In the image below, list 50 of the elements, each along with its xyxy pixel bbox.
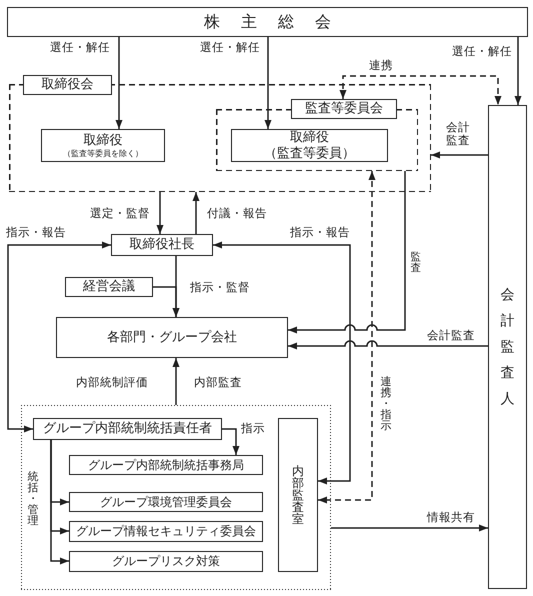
annotation: 内部監査 xyxy=(194,376,242,390)
edge-label: 連携 xyxy=(369,59,393,72)
arrow xyxy=(172,358,180,405)
org-box: グループ内部統制統括事務局 xyxy=(69,455,263,475)
arrow xyxy=(116,37,122,129)
edge-label: 会計監査 xyxy=(427,329,475,342)
arrow xyxy=(222,428,240,455)
edge-label: 内部統制評価 xyxy=(76,376,148,390)
org-box: 内部監査室 xyxy=(278,418,318,572)
double-arrow xyxy=(213,242,351,484)
org-box: グループ内部統制統括責任者 xyxy=(33,418,222,440)
arrow xyxy=(264,37,272,129)
org-box: グループ環境管理委員会 xyxy=(69,492,263,512)
arrow xyxy=(288,340,488,350)
org-box: 取締役 （監査等委員を除く） xyxy=(41,129,165,162)
edge-label: 指示・監督 xyxy=(190,281,250,294)
org-box: 株主総会 xyxy=(7,7,528,37)
edge-label: 選任・解任 xyxy=(50,41,110,54)
arrow xyxy=(153,286,180,317)
arrow xyxy=(156,192,164,234)
group-title: 監査等委員会 xyxy=(291,99,397,119)
org-box: 会計監査人 xyxy=(488,105,527,589)
double-arrow xyxy=(7,242,111,432)
edge-label: 付議・報告 xyxy=(207,207,267,220)
dashed-double-arrow xyxy=(318,171,376,504)
edge-label: 指示 xyxy=(241,422,265,436)
org-box: 取締役 （監査等委員） xyxy=(231,129,388,162)
arrow xyxy=(50,440,69,564)
edge-label: 指示・報告 xyxy=(6,226,66,240)
edge-label: 選任・解任 xyxy=(200,41,260,54)
arrow xyxy=(331,524,488,532)
arrow xyxy=(288,171,406,334)
arrow xyxy=(514,37,522,105)
org-box: 取締役社長 xyxy=(111,234,213,256)
edge-label: 監査 xyxy=(409,252,422,274)
org-box: グループ情報セキュリティ委員会 xyxy=(69,521,263,542)
edge-label: 選任・解任 xyxy=(452,45,512,58)
dashed-double-arrow xyxy=(340,75,502,105)
arrow xyxy=(192,192,200,234)
org-box: 各部門・グループ会社 xyxy=(56,317,288,358)
edge-label: 会計監査 xyxy=(446,121,471,148)
arrow xyxy=(431,152,488,158)
org-box: 経営会議 xyxy=(65,277,153,297)
edge-label: 情報共有 xyxy=(427,511,475,524)
edge-label: 指示・報告 xyxy=(290,226,350,240)
group-title: 取締役会 xyxy=(23,75,112,95)
edge-label: 連携・指示 xyxy=(380,376,392,431)
edge-label: 統括・管理 xyxy=(26,471,40,526)
edge-label: 選定・監督 xyxy=(90,207,150,220)
org-box: グループリスク対策 xyxy=(69,551,263,572)
